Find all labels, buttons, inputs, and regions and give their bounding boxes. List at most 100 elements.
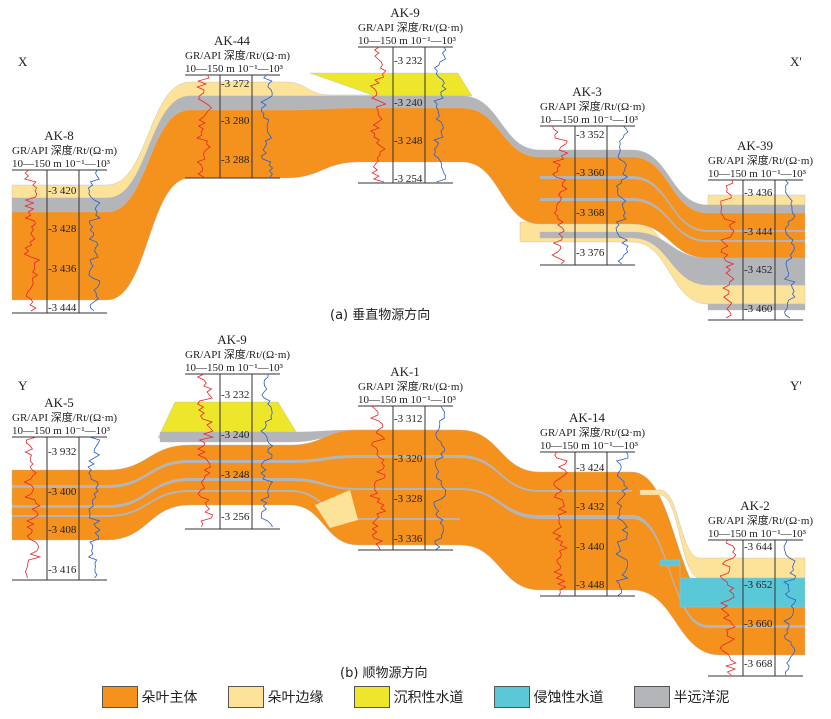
gr-log-curve — [369, 46, 387, 183]
log-header: GR/API 深度/Rt/(Ω·m) — [185, 48, 290, 62]
log-header: GR/API 深度/Rt/(Ω·m) — [708, 513, 813, 527]
depth-tick-label: -3 328 — [394, 493, 423, 505]
depth-tick-label: -3 336 — [394, 533, 423, 545]
legend: 朵叶主体 朵叶边缘 沉积性水道 侵蚀性水道 半远洋泥 — [0, 686, 831, 708]
rt-log-curve — [615, 125, 629, 265]
rt-log-curve — [783, 539, 797, 676]
rt-log-curve — [87, 169, 101, 312]
log-header: GR/API 深度/Rt/(Ω·m) — [358, 20, 463, 34]
rt-log-curve — [783, 179, 796, 319]
well-logs: AK-8GR/API 深度/Rt/(Ω·m)10—150 m 10⁻¹—10³-… — [12, 5, 813, 677]
legend-swatch — [227, 686, 264, 708]
depth-tick-label: -3 240 — [394, 97, 423, 109]
depth-tick-label: -3 368 — [576, 207, 605, 219]
section-b-left-label: Y — [18, 378, 28, 393]
legend-swatch — [633, 686, 670, 708]
well-name: AK-1 — [390, 364, 420, 379]
depth-tick-label: -3 408 — [48, 524, 77, 536]
depth-tick-label: -3 932 — [48, 446, 76, 458]
rt-log-curve — [87, 436, 101, 579]
section-a-right-label: X' — [790, 54, 802, 69]
depth-tick-label: -3 416 — [48, 564, 77, 576]
section-a-left-label: X — [18, 54, 28, 69]
well-ak-8: AK-8GR/API 深度/Rt/(Ω·m)10—150 m 10⁻¹—10³ -… — [12, 128, 117, 314]
well-ak-5: AK-5GR/API 深度/Rt/(Ω·m)10—150 m 10⁻¹—10³-… — [12, 395, 117, 581]
depth-tick-label: -3 436 — [744, 187, 773, 199]
mud-stripe — [12, 455, 632, 492]
log-scale: 10—150 m 10⁻¹—10³ — [185, 362, 284, 374]
well-name: AK-39 — [737, 138, 773, 153]
depth-tick-label: -3 376 — [576, 247, 605, 259]
depth-tick-label: -3 440 — [576, 541, 605, 553]
depositional-channel-layer — [309, 72, 473, 97]
well-name: AK-5 — [44, 395, 74, 410]
depth-tick-label: -3 448 — [576, 579, 605, 591]
depth-tick-label: -3 352 — [576, 129, 604, 141]
depth-tick-label: -3 444 — [48, 302, 77, 314]
depth-tick-label: -3 288 — [221, 154, 250, 166]
legend-label: 朵叶主体 — [141, 690, 198, 706]
depth-tick-label: -3 644 — [744, 541, 773, 553]
gr-log-curve — [720, 179, 736, 319]
depth-tick-label: -3 280 — [221, 115, 250, 127]
well-name: AK-3 — [572, 84, 602, 99]
gr-log-curve — [196, 373, 215, 528]
well-name: AK-14 — [569, 410, 606, 425]
gr-log-curve — [719, 539, 737, 676]
log-header: GR/API 深度/Rt/(Ω·m) — [708, 153, 813, 167]
well-ak-2: AK-2GR/API 深度/Rt/(Ω·m)10—150 m 10⁻¹—10³-… — [708, 498, 813, 677]
section-b-caption: (b) 顺物源方向 — [340, 666, 428, 681]
log-header: GR/API 深度/Rt/(Ω·m) — [540, 99, 645, 113]
legend-item-erosional-channel: 侵蚀性水道 — [493, 686, 604, 708]
rt-log-curve — [615, 451, 629, 597]
log-scale: 10—150 m 10⁻¹—10³ — [708, 168, 807, 180]
depth-tick-label: -3 312 — [394, 413, 422, 425]
log-header: GR/API 深度/Rt/(Ω·m) — [12, 143, 117, 157]
well-name: AK-8 — [44, 128, 74, 143]
gr-log-curve — [23, 436, 42, 579]
legend-item-lobe-main: 朵叶主体 — [101, 686, 198, 708]
gr-log-curve — [196, 74, 213, 178]
depth-tick-label: -3 272 — [221, 78, 249, 90]
depth-tick-label: -3 460 — [744, 303, 773, 315]
depth-tick-label: -3 668 — [744, 658, 773, 670]
depth-tick-label: -3 652 — [744, 579, 772, 591]
well-name: AK-2 — [740, 498, 770, 513]
mud-layer — [707, 303, 806, 311]
well-name: AK-9 — [217, 332, 247, 347]
well-name: AK-44 — [214, 33, 251, 48]
rt-log-curve — [433, 405, 447, 551]
log-header: GR/API 深度/Rt/(Ω·m) — [185, 347, 290, 361]
well-ak-1: AK-1GR/API 深度/Rt/(Ω·m)10—150 m 10⁻¹—10³-… — [358, 364, 463, 551]
depth-tick-label: -3 248 — [221, 469, 250, 481]
well-ak-9: AK-9GR/API 深度/Rt/(Ω·m)10—150 m 10⁻¹—10³-… — [358, 5, 463, 185]
log-scale: 10—150 m 10⁻¹—10³ — [12, 158, 111, 170]
gr-log-curve — [369, 405, 387, 551]
depth-tick-label: -3 360 — [576, 167, 605, 179]
legend-swatch — [353, 686, 390, 708]
well-name: AK-9 — [390, 5, 420, 20]
depth-tick-label: -3 436 — [48, 263, 77, 275]
mud-stripe — [12, 490, 460, 520]
legend-item-depositional-channel: 沉积性水道 — [353, 686, 464, 708]
section-a-caption: (a) 垂直物源方向 — [330, 308, 431, 323]
section-b-right-label: Y' — [790, 378, 802, 393]
depth-tick-label: -3 432 — [576, 501, 604, 513]
depth-tick-label: -3 232 — [221, 389, 249, 401]
gr-log-curve — [551, 125, 569, 265]
legend-item-lobe-margin: 朵叶边缘 — [227, 686, 324, 708]
log-scale: 10—150 m 10⁻¹—10³ — [540, 114, 639, 126]
lobe-margin-wedge — [315, 490, 358, 528]
depth-tick-label: -3 240 — [221, 429, 250, 441]
rt-log-curve — [260, 373, 274, 528]
log-scale: 10—150 m 10⁻¹—10³ — [185, 63, 284, 75]
depth-tick-label: -3 232 — [394, 55, 422, 67]
depth-tick-label: -3 320 — [394, 453, 423, 465]
log-scale: 10—150 m 10⁻¹—10³ — [358, 394, 457, 406]
well-ak-3: AK-3GR/API 深度/Rt/(Ω·m)10—150 m 10⁻¹—10³ -… — [540, 84, 645, 266]
depth-tick-label: -3 400 — [48, 486, 77, 498]
legend-label: 半远洋泥 — [673, 690, 730, 706]
